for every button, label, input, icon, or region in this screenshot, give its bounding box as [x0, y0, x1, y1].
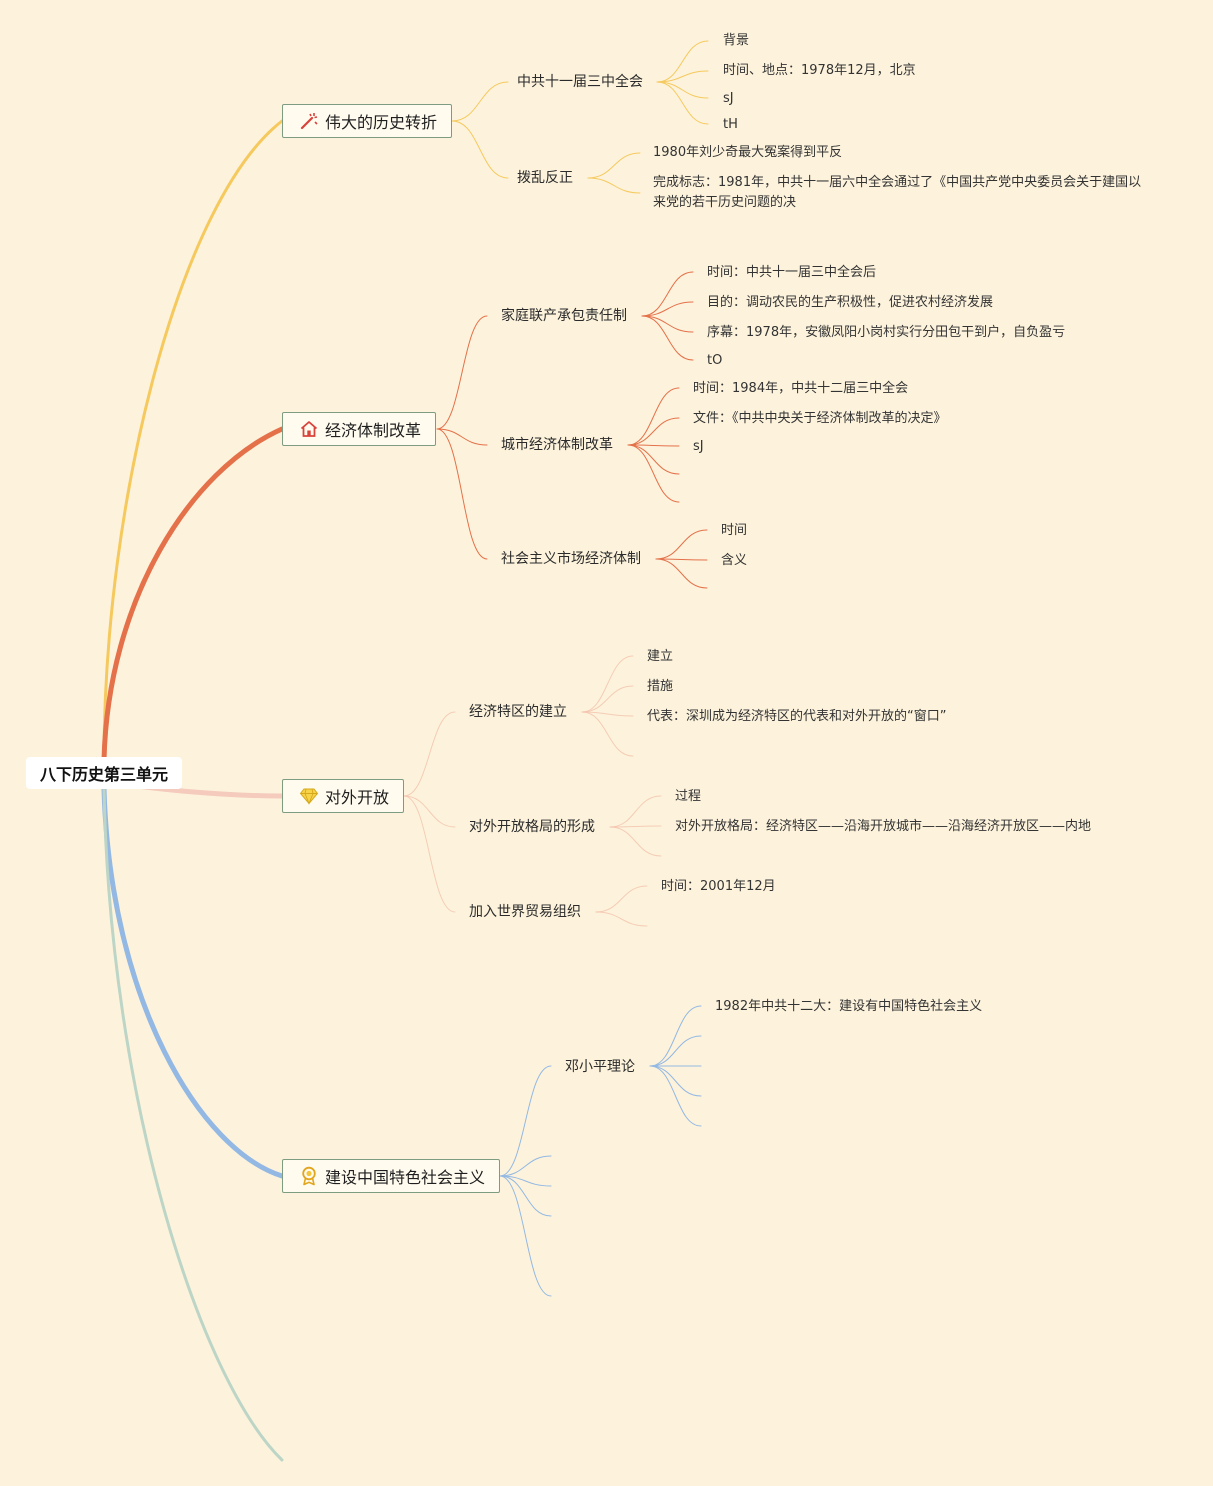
branch-line [499, 1155, 552, 1177]
leaf-to[interactable]: tO [707, 353, 723, 368]
branch-line [451, 81, 509, 122]
leaf-process[interactable]: 过程 [675, 789, 702, 804]
leaf-line [609, 825, 662, 828]
leaf-line [595, 911, 648, 927]
magic-wand-icon [299, 111, 319, 131]
subtopic-market-economy[interactable]: 社会主义市场经济体制 [501, 551, 641, 567]
leaf-completion-mark[interactable]: 完成标志：1981年，中共十一届六中全会通过了《中国共产党中央委员会关于建国以来… [653, 175, 1142, 210]
leaf-line [656, 81, 709, 125]
leaf-line [609, 795, 662, 828]
branch-line [436, 315, 488, 430]
leaf-sj[interactable]: sJ [723, 91, 734, 106]
leaf-line [656, 81, 709, 99]
leaf-line [627, 417, 680, 446]
subtopic-household-responsibility[interactable]: 家庭联产承包责任制 [501, 308, 627, 324]
leaf-line [581, 711, 634, 717]
leaf-time[interactable]: 时间 [721, 523, 748, 538]
leaf-line [655, 558, 708, 589]
leaf-line [641, 301, 694, 317]
leaf-line [649, 1035, 702, 1067]
leaf-line [609, 826, 662, 857]
leaf-time-1984[interactable]: 时间：1984年，中共十二届三中全会 [693, 381, 909, 396]
leaf-sj[interactable]: sJ [693, 439, 704, 454]
leaf-meaning[interactable]: 含义 [721, 553, 748, 568]
branch-topic-historic-turn[interactable]: 伟大的历史转折 [282, 104, 453, 138]
leaf-line [641, 315, 694, 361]
branch-line [451, 120, 509, 179]
leaf-line [581, 655, 634, 713]
subtopic-third-plenum[interactable]: 中共十一届三中全会 [517, 74, 643, 90]
leaf-document[interactable]: 文件：《中共中央关于经济体制改革的决定》 [693, 411, 947, 426]
leaf-line [655, 529, 708, 560]
gem-icon [299, 786, 319, 806]
branch-line [403, 795, 456, 913]
leaf-purpose[interactable]: 目的：调动农民的生产积极性，促进农村经济发展 [707, 295, 994, 310]
trunk-line [101, 426, 285, 763]
trunk-line [102, 787, 284, 1462]
leaf-representative[interactable]: 代表：深圳成为经济特区的代表和对外开放的“窗口” [647, 709, 947, 724]
leaf-line [655, 558, 708, 561]
leaf-line [627, 444, 680, 503]
branch-line [403, 795, 456, 828]
leaf-line [587, 152, 641, 179]
leaf-time[interactable]: 时间：中共十一届三中全会后 [707, 265, 877, 280]
leaf-opening-pattern[interactable]: 对外开放格局：经济特区——沿海开放城市——沿海经济开放区——内地 [675, 819, 1092, 834]
leaf-line [649, 1065, 702, 1127]
leaf-line [656, 40, 709, 83]
subtopic-opening-pattern[interactable]: 对外开放格局的形成 [469, 819, 595, 835]
root-topic[interactable]: 八下历史第三单元 [26, 757, 182, 789]
leaf-line [649, 1065, 702, 1097]
leaf-prelude[interactable]: 序幕：1978年，安徽凤阳小岗村实行分田包干到户，自负盈亏 [707, 325, 1066, 340]
leaf-line [581, 711, 634, 757]
leaf-line [641, 315, 694, 333]
medal-icon [299, 1166, 319, 1186]
branch-line [499, 1175, 552, 1217]
branch-line [436, 428, 488, 560]
leaf-time-2001[interactable]: 时间：2001年12月 [661, 879, 776, 894]
leaf-background[interactable]: 背景 [723, 33, 750, 48]
branch-topic-chinese-socialism[interactable]: 建设中国特色社会主义 [282, 1159, 501, 1193]
leaf-line [595, 885, 648, 913]
trunk-line [101, 786, 285, 1179]
branch-topic-economic-reform[interactable]: 经济体制改革 [282, 412, 437, 446]
branch-line [403, 711, 456, 797]
leaf-time-place[interactable]: 时间、地点：1978年12月，北京 [723, 63, 916, 78]
leaf-line [587, 177, 641, 194]
subtopic-urban-reform[interactable]: 城市经济体制改革 [501, 437, 613, 453]
branch-line [499, 1175, 552, 1297]
branch-line [499, 1065, 552, 1177]
subtopic-bring-order[interactable]: 拨乱反正 [517, 170, 573, 186]
leaf-th[interactable]: tH [723, 117, 738, 132]
leaf-line [627, 387, 680, 446]
leaf-line [656, 70, 709, 83]
leaf-measures[interactable]: 措施 [647, 679, 674, 694]
subtopic-special-zones[interactable]: 经济特区的建立 [469, 704, 567, 720]
leaf-twelfth-congress[interactable]: 1982年中共十二大：建设有中国特色社会主义 [715, 999, 983, 1014]
leaf-line [581, 685, 634, 713]
leaf-line [641, 271, 694, 317]
subtopic-deng-theory[interactable]: 邓小平理论 [565, 1059, 635, 1075]
leaf-liu-shaoqi[interactable]: 1980年刘少奇最大冤案得到平反 [653, 145, 843, 160]
leaf-line [649, 1005, 702, 1067]
branch-topic-opening-up[interactable]: 对外开放 [282, 779, 405, 813]
trunk-line [102, 119, 284, 762]
leaf-line [627, 444, 680, 447]
leaf-line [627, 444, 680, 475]
subtopic-join-wto[interactable]: 加入世界贸易组织 [469, 904, 581, 920]
branch-line [436, 428, 488, 446]
home-icon [299, 419, 319, 439]
leaf-establish[interactable]: 建立 [647, 649, 674, 664]
